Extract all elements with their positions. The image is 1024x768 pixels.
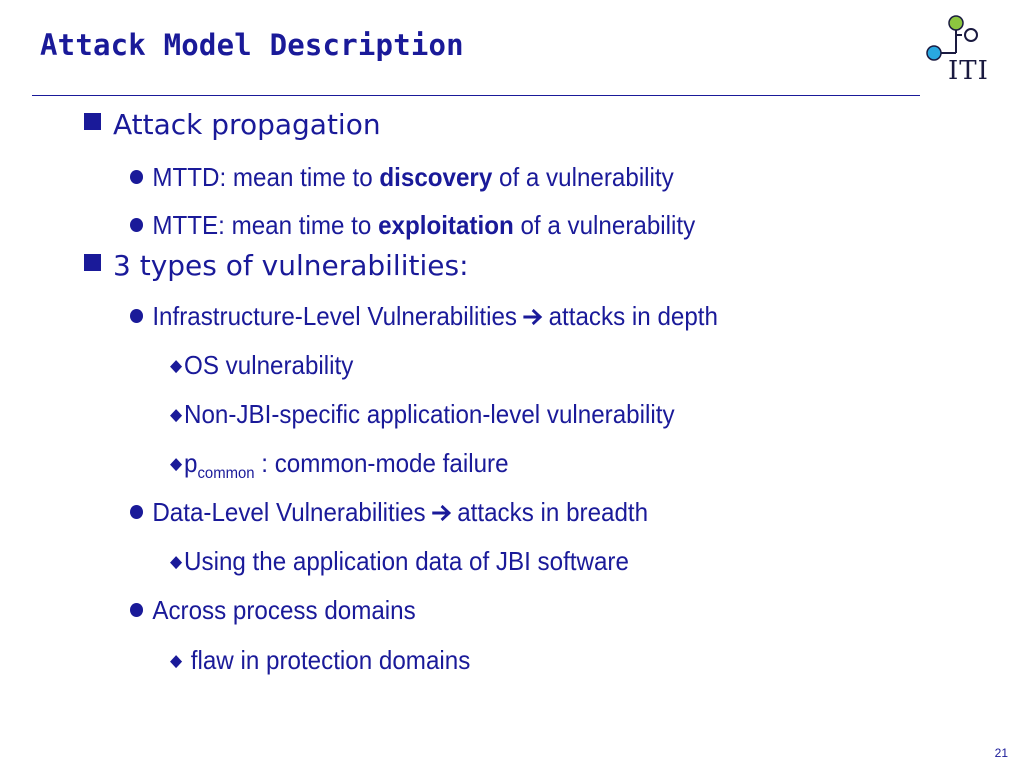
bullet-label: 3 types of vulnerabilities: bbox=[113, 249, 469, 282]
mtte-emphasis: exploitation bbox=[378, 210, 514, 240]
bullet-attack-propagation: Attack propagation bbox=[84, 108, 381, 141]
os-vulnerability-text: OS vulnerability bbox=[184, 350, 354, 380]
bullet-os-vulnerability: ◆OS vulnerability bbox=[170, 350, 353, 381]
bullet-pcommon: ◆pcommon : common-mode failure bbox=[170, 448, 509, 483]
mttd-emphasis: discovery bbox=[379, 162, 493, 192]
title-divider bbox=[32, 95, 920, 96]
page-number: 21 bbox=[994, 746, 1008, 760]
infrastructure-label: Infrastructure-Level Vulnerabilities bbox=[152, 301, 517, 331]
non-jbi-text: Non-JBI-specific application-level vulne… bbox=[184, 399, 675, 429]
diamond-bullet-icon: ◆ bbox=[170, 454, 183, 473]
circle-bullet-icon bbox=[130, 218, 144, 232]
bullet-mtte: MTTE: mean time to exploitation of a vul… bbox=[130, 210, 695, 241]
bullet-mttd: MTTD: mean time to discovery of a vulner… bbox=[130, 162, 674, 193]
mtte-suffix: of a vulnerability bbox=[513, 210, 696, 240]
pcommon-subscript: common bbox=[197, 465, 255, 483]
data-level-result: attacks in breadth bbox=[457, 497, 649, 527]
logo-text: ITI bbox=[948, 56, 989, 86]
circle-bullet-icon bbox=[130, 309, 144, 323]
across-domains-label: Across process domains bbox=[152, 595, 416, 625]
protection-flaw-text: flaw in protection domains bbox=[184, 645, 471, 675]
square-bullet-icon bbox=[84, 113, 101, 130]
mtte-prefix: MTTE: mean time to bbox=[152, 210, 379, 240]
diamond-bullet-icon: ◆ bbox=[170, 356, 183, 375]
bullet-label: Attack propagation bbox=[113, 108, 381, 141]
bullet-non-jbi: ◆Non-JBI-specific application-level vuln… bbox=[170, 399, 675, 430]
bullet-data-level: Data-Level Vulnerabilities attacks in bre… bbox=[130, 497, 648, 528]
application-data-text: Using the application data of JBI softwa… bbox=[184, 546, 629, 576]
pcommon-base: p bbox=[184, 448, 198, 478]
circle-bullet-icon bbox=[130, 603, 144, 617]
pcommon-rest: : common-mode failure bbox=[254, 448, 509, 478]
diamond-bullet-icon: ◆ bbox=[170, 651, 183, 670]
bullet-protection-flaw: ◆ flaw in protection domains bbox=[170, 645, 470, 676]
iti-logo-icon bbox=[926, 15, 978, 61]
slide-title: Attack Model Description bbox=[40, 28, 464, 62]
bullet-application-data: ◆Using the application data of JBI softw… bbox=[170, 546, 629, 577]
mttd-prefix: MTTD: mean time to bbox=[152, 162, 380, 192]
diamond-bullet-icon: ◆ bbox=[170, 552, 183, 571]
right-arrow-icon bbox=[523, 301, 543, 332]
square-bullet-icon bbox=[84, 254, 101, 271]
circle-bullet-icon bbox=[130, 170, 144, 184]
data-level-label: Data-Level Vulnerabilities bbox=[152, 497, 426, 527]
mttd-suffix: of a vulnerability bbox=[492, 162, 674, 192]
diamond-bullet-icon: ◆ bbox=[170, 405, 183, 424]
bullet-vulnerability-types: 3 types of vulnerabilities: bbox=[84, 249, 469, 282]
bullet-across-domains: Across process domains bbox=[130, 595, 416, 626]
circle-bullet-icon bbox=[130, 505, 144, 519]
right-arrow-icon bbox=[431, 497, 451, 528]
bullet-infrastructure-level: Infrastructure-Level Vulnerabilities atta… bbox=[130, 301, 718, 332]
infrastructure-result: attacks in depth bbox=[548, 301, 718, 331]
